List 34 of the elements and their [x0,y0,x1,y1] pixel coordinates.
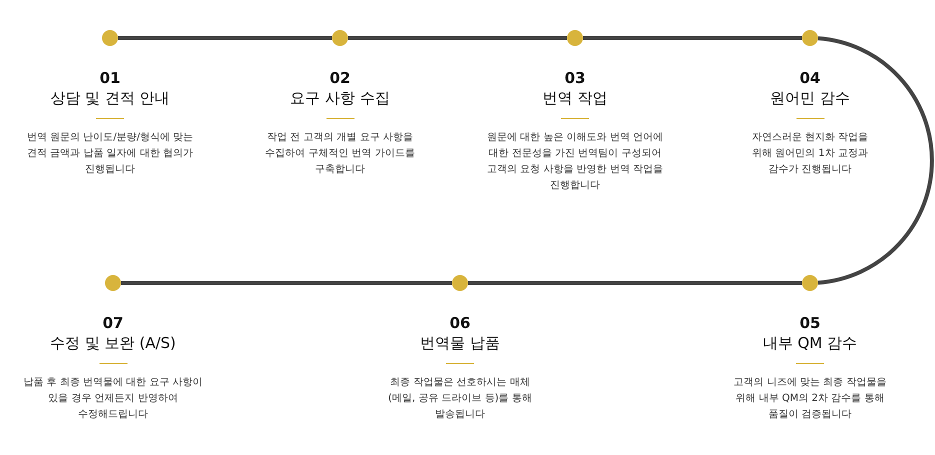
timeline-line [118,36,332,40]
step-title: 수정 및 보완 (A/S) [50,333,176,353]
timeline-line [348,36,567,40]
step-description: 작업 전 고객의 개별 요구 사항을 수집하여 구체적인 번역 가이드를 구축합니다 [264,131,416,177]
step-title: 요구 사항 수집 [290,88,390,108]
step-title: 원어민 감수 [770,88,850,108]
step-number: 04 [800,68,820,88]
timeline-dot [102,30,118,46]
timeline-line [583,36,802,40]
step-description: 납품 후 최종 번역물에 대한 요구 사항이 있을 경우 언제든지 반영하여 수정해드립니다 [22,376,204,422]
step-description: 원문에 대한 높은 이해도와 번역 언어에 대한 전문성을 가진 번역팀이 구성되어 고객의 요청 사항을 반영한 번역 작업을 진행합니다 [486,131,664,193]
timeline-line [818,36,934,285]
step-number: 05 [800,313,820,333]
timeline-line [121,281,452,285]
timeline-dot [802,30,818,46]
timeline-line [468,281,802,285]
step-number: 01 [100,68,120,88]
step-title: 번역 작업 [542,88,608,108]
step-description: 번역 원문의 난이도/분량/형식에 맞는 견적 금액과 납품 일자에 대한 협의가 진행됩니다 [26,131,194,177]
step-title: 내부 QM 감수 [762,333,858,353]
step-title: 번역물 납품 [420,333,500,353]
timeline-dot [802,275,818,291]
timeline-dot [452,275,468,291]
timeline-dot [105,275,121,291]
step-description: 고객의 니즈에 맞는 최종 작업물을 위해 내부 QM의 2차 감수를 통해 품질이 검증됩니다 [732,376,888,422]
timeline-dot [567,30,583,46]
step-title: 상담 및 견적 안내 [50,88,170,108]
step-description: 최종 작업물은 선호하시는 매체 (메일, 공유 드라이브 등)를 통해 발송됩니다 [387,376,533,422]
step-number: 06 [450,313,470,333]
step-number: 02 [330,68,350,88]
step-number: 07 [102,313,124,333]
step-description: 자연스러운 현지화 작업을 위해 원어민의 1차 교정과 감수가 진행됩니다 [750,131,870,177]
timeline-dot [332,30,348,46]
step-number: 03 [564,68,586,88]
